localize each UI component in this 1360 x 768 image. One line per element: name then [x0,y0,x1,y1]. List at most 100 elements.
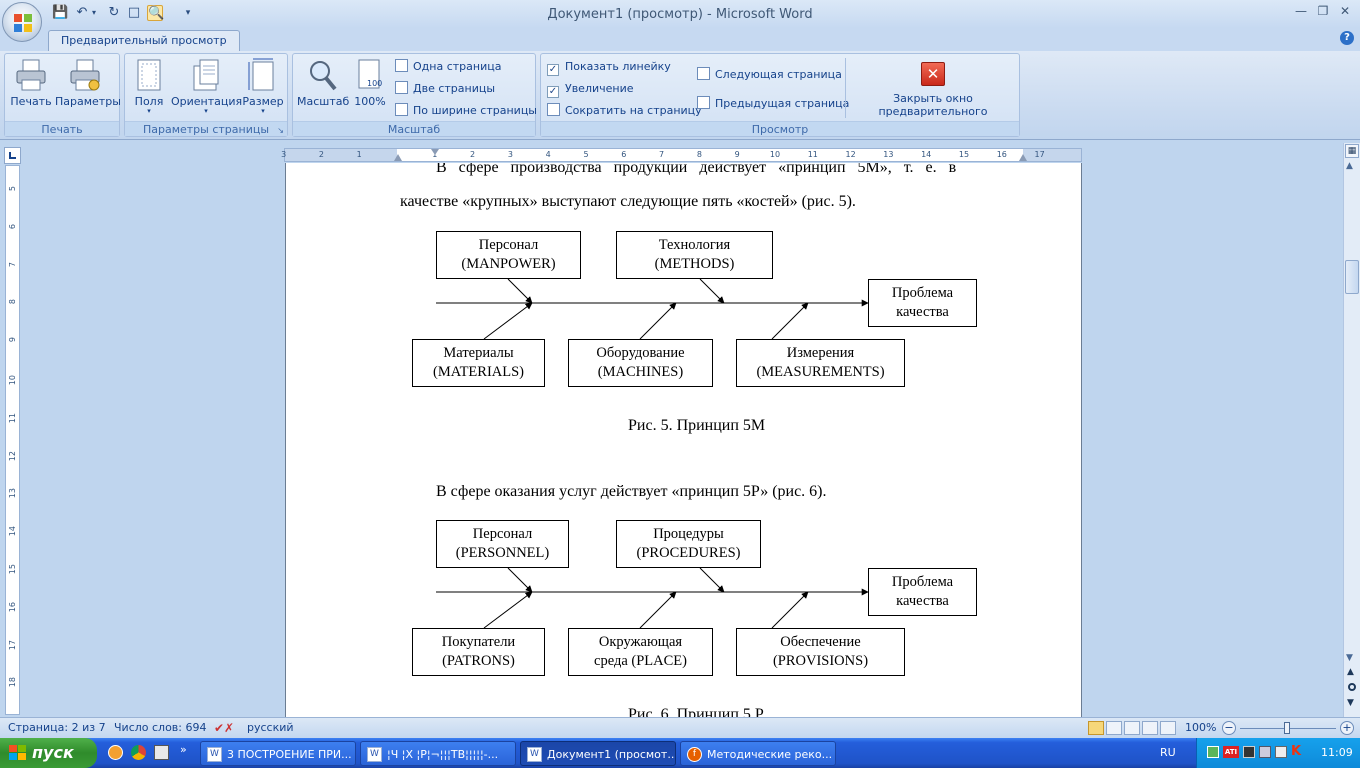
tray-display-icon[interactable] [1259,746,1271,758]
vertical-scrollbar[interactable]: ▦ ▲ ▼ ▲ ▼ [1343,143,1360,717]
start-label: пуск [32,743,74,762]
chrome-icon[interactable] [131,745,146,760]
view-draft-icon[interactable] [1160,721,1176,735]
indent-marker-right[interactable] [1019,154,1027,161]
zoom-slider-thumb[interactable] [1284,722,1290,734]
ruler-number: 7 [8,261,17,267]
next-page-scroll-icon[interactable]: ▼ [1347,698,1354,708]
fig6-caption: Рис. 6. Принцип 5 Р [628,706,764,717]
customize-qat-icon[interactable]: ▾ [185,8,191,18]
ruler-number: 5 [8,186,17,192]
undo-icon[interactable]: ↶ [76,5,88,20]
scroll-up-icon[interactable]: ▲ [1346,161,1353,171]
indent-marker-first[interactable] [431,149,439,155]
fig5-box-personnel: Персонал(MANPOWER) [436,231,581,279]
page-size-icon [248,58,274,91]
zoom-100-button[interactable]: 100 100% [351,58,389,108]
fig5-personnel-l1: Персонал [478,237,539,253]
print-options-button[interactable]: Параметры [55,58,121,108]
margins-label: Поля [134,95,164,108]
zoom-level[interactable]: 100% [1185,721,1217,734]
tray-app-icon[interactable] [1243,746,1255,758]
ruler-number: 8 [8,299,17,305]
taskbar-item-2[interactable]: W¦Ч ¦Х ¦Р¦¬¦¦¦ТВ¦¦¦¦¦-... [360,741,516,766]
tray-kaspersky-icon[interactable]: K [1291,744,1302,759]
fig6-procedures-l1: Процедуры [653,526,724,542]
tab-selector[interactable] [4,147,21,164]
input-language[interactable]: RU [1160,746,1176,759]
magnifier-checkbox[interactable]: ✓Увеличение [547,80,634,98]
two-pages-button[interactable]: Две страницы [395,80,495,98]
ruler-number: 18 [8,677,17,688]
print-button[interactable]: Печать [9,58,53,108]
quicklaunch-expand-icon[interactable]: » [180,743,187,756]
redo-icon[interactable]: ↻ [108,5,120,20]
ruler-number: 17 [8,639,17,650]
title-bar: 💾 ↶ ▾ ↻ □ 🔍 ▾ Документ1 (просмотр) - Mic… [0,0,1360,28]
tray-volume-icon[interactable] [1275,746,1287,758]
orientation-button[interactable]: Ориентация ▾ [171,58,242,115]
dialog-launcher-icon[interactable]: ↘ [277,126,284,135]
media-player-icon[interactable] [108,745,123,760]
help-icon[interactable]: ? [1340,31,1354,45]
view-web-layout-icon[interactable] [1124,721,1140,735]
prev-page-scroll-icon[interactable]: ▲ [1347,667,1354,677]
view-full-screen-icon[interactable] [1106,721,1122,735]
one-page-button[interactable]: Одна страница [395,58,501,76]
view-outline-icon[interactable] [1142,721,1158,735]
office-button[interactable] [2,2,42,42]
show-ruler-checkbox[interactable]: ✓Показать линейку [547,58,671,76]
fig5-bone-methods [699,278,725,304]
taskbar-item-4-label: Методические реко... [707,748,833,761]
fig5-problem-l2: качества [896,304,949,320]
start-button[interactable]: пуск [0,738,97,768]
tray-network-icon[interactable] [1207,746,1219,758]
ruler-number: 11 [8,412,17,423]
new-icon[interactable]: □ [127,5,141,20]
minimize-button[interactable]: — [1295,4,1307,18]
tab-print-preview[interactable]: Предварительный просмотр [48,30,240,52]
prev-page-label: Предыдущая страница [715,97,850,110]
ruler-number: 17 [1034,150,1045,159]
zoom-out-icon[interactable]: − [1222,721,1236,735]
quicklaunch-app-icon[interactable] [154,745,169,760]
page-count[interactable]: Страница: 2 из 7 [8,721,106,734]
close-button[interactable]: ✕ [1339,4,1351,18]
zoom-button[interactable]: Масштаб [297,58,349,108]
svg-text:100: 100 [367,79,382,88]
document-page[interactable]: В сфере производства продукции действует… [285,163,1082,717]
window-title: Документ1 (просмотр) - Microsoft Word [547,7,813,22]
size-button[interactable]: Размер ▾ [241,58,285,115]
show-ruler-check-icon: ✓ [547,64,559,76]
language-indicator[interactable]: русский [247,721,294,734]
print-preview-icon[interactable]: 🔍 [147,5,165,21]
indent-marker-left[interactable] [394,154,402,161]
prev-page-button[interactable]: Предыдущая страница [697,95,849,113]
tray-ati-icon[interactable]: ATI [1223,746,1239,758]
undo-dropdown-icon[interactable]: ▾ [91,8,96,17]
scroll-down-icon[interactable]: ▼ [1346,653,1353,663]
word-count[interactable]: Число слов: 694 [114,721,207,734]
preview-separator [845,58,846,118]
margins-button[interactable]: Поля ▾ [129,58,169,115]
fig6-problem-l2: качества [896,593,949,609]
save-icon[interactable]: 💾 [52,5,69,20]
shrink-one-page-label: Сократить на страницу [565,104,702,117]
next-page-button[interactable]: Следующая страница [697,66,842,84]
restore-button[interactable]: ❐ [1317,4,1329,18]
zoom-in-icon[interactable]: + [1340,721,1354,735]
shrink-one-page-button[interactable]: Сократить на страницу [547,102,702,120]
select-browse-object-icon[interactable] [1348,683,1356,691]
scroll-thumb[interactable] [1345,260,1359,294]
page-width-button[interactable]: По ширине страницы [395,102,537,120]
fig6-box-procedures: Процедуры(PROCEDURES) [616,520,761,568]
spellcheck-icon[interactable]: ✔✗ [214,721,235,735]
view-ruler-icon[interactable]: ▦ [1345,144,1359,158]
taskbar-item-3-label: Документ1 (просмот... [547,748,676,761]
view-print-layout-icon[interactable] [1088,721,1104,735]
